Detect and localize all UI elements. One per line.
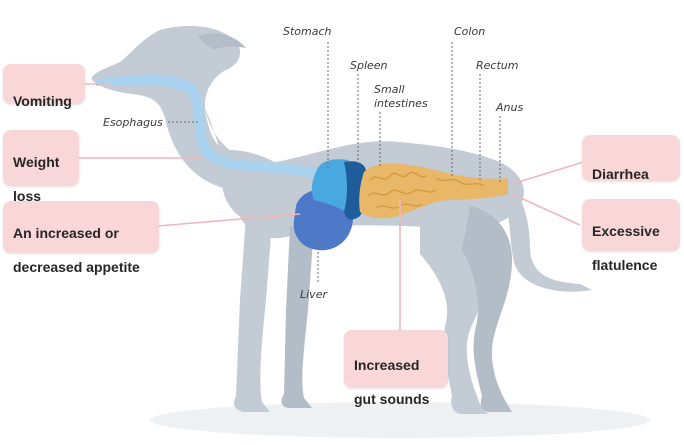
symptom-weight-loss-line1: Weight: [13, 154, 60, 170]
symptom-gut-sounds-line2: gut sounds: [354, 391, 430, 407]
hind-leg-far: [462, 206, 512, 412]
symptom-gut-sounds: Increased gut sounds: [344, 330, 448, 407]
symptom-flatulence-line1: Excessive: [592, 223, 660, 239]
dog-ear: [198, 33, 246, 50]
front-leg-near: [234, 216, 272, 412]
dog-head: [91, 26, 241, 190]
esophagus-organ: [96, 74, 318, 178]
spleen-label: Spleen: [350, 59, 388, 72]
symptom-weight-loss: Weight loss: [3, 130, 79, 204]
symptom-weight-loss-line2: loss: [13, 188, 42, 204]
rectum-label: Rectum: [476, 59, 519, 72]
symptom-vomiting: Vomiting: [3, 64, 85, 109]
front-leg-far: [281, 226, 314, 408]
symptom-vomiting-text: Vomiting: [13, 93, 72, 109]
symptom-appetite-line1: An increased or: [13, 225, 119, 241]
symptom-diarrhea: Diarrhea: [582, 135, 680, 182]
symptom-flatulence: Excessive flatulence: [582, 199, 680, 273]
stomach-label: Stomach: [283, 25, 332, 38]
symptom-gut-sounds-line1: Increased: [354, 357, 420, 373]
symptom-flatulence-line2: flatulence: [592, 257, 658, 273]
symptom-leaders: [76, 83, 591, 330]
symptom-diarrhea-text: Diarrhea: [592, 166, 649, 182]
small-intestines-label-line1: Small: [374, 83, 405, 96]
anus-label: Anus: [496, 101, 524, 114]
organ-pointers: [168, 42, 501, 284]
appetite-leader: [157, 213, 301, 227]
dog-tail: [498, 180, 592, 292]
dog-chest: [229, 150, 312, 239]
stomach-organ: [311, 159, 353, 212]
colon-label: Colon: [454, 25, 486, 38]
flatulence-leader: [511, 193, 581, 226]
symptom-appetite: An increased or decreased appetite: [3, 201, 159, 275]
symptom-appetite-line2: decreased appetite: [13, 259, 140, 275]
ground-shadow: [150, 402, 650, 438]
small-intestines-label-line2: intestines: [374, 97, 428, 110]
diarrhea-leader: [511, 159, 591, 185]
esophagus-label: Esophagus: [103, 116, 163, 129]
liver-label: Liver: [300, 288, 327, 301]
